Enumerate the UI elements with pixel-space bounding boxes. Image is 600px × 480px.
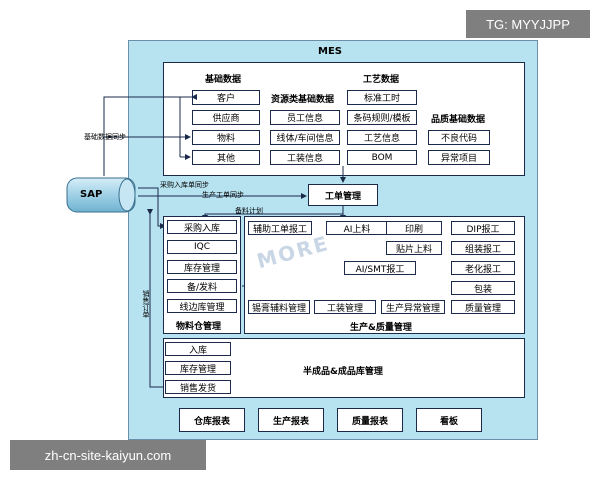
quality-data-item[interactable]: 不良代码 (428, 130, 490, 145)
work-order-box[interactable]: 工单管理 (308, 184, 378, 206)
report-quality[interactable]: 质量报表 (337, 408, 403, 432)
report-production[interactable]: 生产报表 (258, 408, 324, 432)
report-warehouse[interactable]: 仓库报表 (179, 408, 245, 432)
warehouse-item[interactable]: 库存管理 (167, 260, 237, 274)
warehouse-item[interactable]: IQC (167, 240, 237, 254)
warehouse-item[interactable]: 采购入库 (167, 220, 237, 234)
wo-sync-label: 生产工单同步 (202, 191, 244, 199)
warehouse-title: 物料仓管理 (176, 322, 222, 332)
basic-sync-line (103, 94, 197, 176)
material-plan-label: 备料计划 (235, 207, 263, 215)
watermark-top: TG: MYYJJPP (466, 10, 590, 38)
production-bottom-item[interactable]: 锡膏辅料管理 (248, 300, 310, 314)
warehouse-item[interactable]: 备/发料 (167, 279, 237, 293)
sap-label: SAP (80, 189, 103, 200)
process-data-item[interactable]: BOM (347, 150, 417, 165)
production-panel (244, 216, 525, 334)
basic-data-item[interactable]: 供应商 (192, 110, 260, 125)
finished-goods-title: 半成品&成品库管理 (303, 367, 383, 377)
watermark-bottom-text: zh-cn-site-kaiyun.com (44, 447, 172, 463)
production-bottom-item[interactable]: 生产异常管理 (381, 300, 445, 314)
mes-title: MES (318, 46, 342, 57)
dip-item[interactable]: 包装 (451, 281, 515, 295)
finished-item[interactable]: 销售发货 (165, 380, 231, 394)
production-title: 生产&质量管理 (350, 323, 412, 333)
resource-data-item[interactable]: 线体/车间信息 (270, 130, 340, 145)
po-sync-label: 采购入库单同步 (160, 181, 209, 189)
process-data-title: 工艺数据 (363, 75, 400, 85)
sales-order-label: 销售订单 (142, 290, 150, 318)
po-sync-line (138, 187, 166, 229)
production-item[interactable]: 辅助工单报工 (248, 221, 312, 235)
resource-data-title: 资源类基础数据 (271, 95, 335, 105)
production-item[interactable]: DIP报工 (451, 221, 515, 235)
production-item[interactable]: 印刷 (386, 221, 442, 235)
watermark-bottom: zh-cn-site-kaiyun.com (10, 440, 206, 470)
basic-data-item[interactable]: 其他 (192, 150, 260, 165)
resource-data-item[interactable]: 员工信息 (270, 110, 340, 125)
production-item[interactable]: AI上料 (326, 221, 388, 235)
process-data-item[interactable]: 工艺信息 (347, 130, 417, 145)
dip-item[interactable]: 老化报工 (451, 261, 515, 275)
basic-data-title: 基础数据 (205, 75, 242, 85)
warehouse-item[interactable]: 线边库管理 (167, 299, 237, 313)
production-bottom-item[interactable]: 工装管理 (314, 300, 376, 314)
production-bottom-item[interactable]: 质量管理 (451, 300, 515, 314)
basic-data-item[interactable]: 客户 (192, 90, 260, 105)
report-dashboard[interactable]: 看板 (416, 408, 482, 432)
sales-order-line (147, 209, 165, 388)
process-data-item[interactable]: 条码规则/模板 (347, 110, 417, 125)
warehouse-panel (163, 216, 241, 334)
resource-data-item[interactable]: 工装信息 (270, 150, 340, 165)
dip-item[interactable]: 组装报工 (451, 241, 515, 255)
basic-data-item[interactable]: 物料 (192, 130, 260, 145)
quality-data-title: 品质基础数据 (431, 115, 486, 125)
process-data-item[interactable]: 标准工时 (347, 90, 417, 105)
quality-data-item[interactable]: 异常项目 (428, 150, 490, 165)
smt-item[interactable]: AI/SMT报工 (344, 261, 416, 275)
sap-database-icon (66, 177, 136, 213)
basic-sync-label: 基础数据同步 (84, 133, 126, 141)
smt-item[interactable]: 贴片上料 (386, 241, 442, 255)
finished-item[interactable]: 库存管理 (165, 361, 231, 375)
finished-item[interactable]: 入库 (165, 342, 231, 356)
watermark-top-text: TG: MYYJJPP (486, 16, 570, 32)
